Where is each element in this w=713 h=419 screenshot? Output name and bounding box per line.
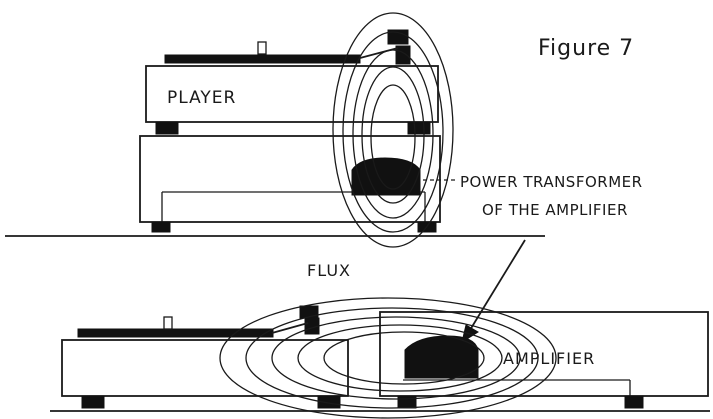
top-scene: PLAYER (5, 12, 545, 248)
top-flux-lines (332, 12, 454, 248)
bottom-amplifier-box (379, 311, 709, 397)
bottom-flux-lines (219, 297, 557, 419)
top-amp-foot-left (151, 221, 171, 233)
top-flux-line-5 (370, 84, 416, 190)
top-flux-line-3 (352, 49, 434, 219)
top-amplifier-box (139, 135, 441, 223)
bottom-flux-line-2 (245, 307, 539, 409)
transformer-label-line2: OF THE AMPLIFIER (482, 201, 628, 219)
top-player-foot-right (407, 121, 431, 135)
bottom-player-foot-right (317, 395, 341, 409)
figure-title: Figure 7 (538, 36, 634, 61)
top-flux-line-4 (361, 66, 425, 204)
top-player-body (145, 65, 439, 123)
transformer-label-line1: POWER TRANSFORMER (460, 173, 643, 191)
bottom-flux-line-4 (297, 324, 503, 392)
bottom-amp-foot-right (624, 395, 644, 409)
top-spindle (257, 41, 267, 55)
top-flux-line-2 (342, 31, 444, 233)
top-flux-line-1 (332, 12, 454, 248)
player-label: PLAYER (167, 88, 236, 108)
bottom-tonearm-arm (271, 322, 309, 334)
bottom-flux-line-3 (271, 316, 521, 400)
bottom-amp-foot-left (397, 395, 417, 409)
top-player-foot-left (155, 121, 179, 135)
bottom-scene: AMPLIFIER (50, 297, 710, 419)
bottom-flux-line-1 (219, 297, 557, 419)
bottom-player-foot-left (81, 395, 105, 409)
flux-label: FLUX (307, 261, 351, 280)
bottom-flux-line-5 (323, 331, 485, 385)
bottom-player-body (61, 339, 349, 397)
bottom-platter (77, 328, 274, 338)
bottom-spindle (163, 316, 173, 330)
top-platter (164, 54, 361, 64)
top-transformer (351, 157, 421, 196)
transformer-arrow-line (469, 239, 526, 331)
amplifier-label: AMPLIFIER (503, 349, 595, 368)
